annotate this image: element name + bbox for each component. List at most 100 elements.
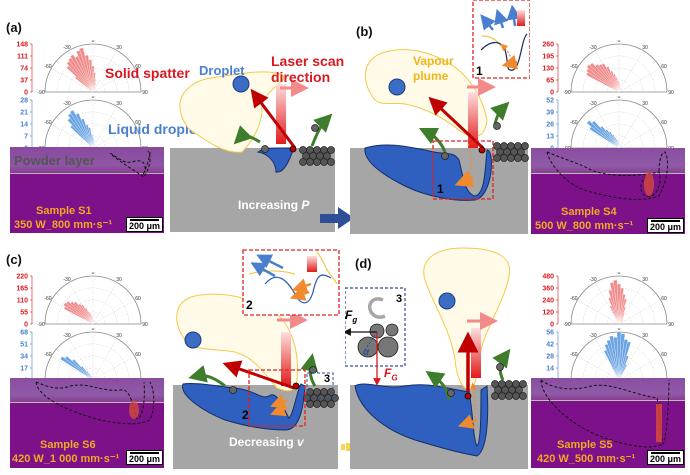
spatter-ejection-arrow (250, 88, 297, 149)
angle-tick-label: 30 (116, 101, 122, 107)
radial-tick-label: 26 (546, 122, 554, 129)
decreasing-v-label: Decreasing v (229, 435, 304, 449)
powder-layer-region (531, 378, 685, 401)
thermal-image-b: Sample S4 500 W_800 mm·s⁻¹ 200 μm (531, 148, 685, 234)
radial-tick-label: 0 (24, 90, 28, 97)
angle-tick-label: -60 (44, 64, 51, 70)
grid-spoke (51, 67, 94, 93)
grid-ring (68, 355, 118, 381)
radial-tick-label: 7 (24, 134, 28, 141)
polar-chart-d-liquid: -90-60-300306090014284256 (534, 326, 684, 385)
powder-layer-label: Powder layer (14, 153, 95, 168)
histogram-bar (601, 63, 620, 93)
angle-tick-label: 0 (92, 328, 95, 332)
angle-tick-label: 60 (661, 120, 667, 126)
grid-spoke (618, 106, 644, 149)
polar-chart-b-liquid: -90-60-300306090013263952 (534, 94, 684, 153)
histogram-bar (614, 137, 620, 149)
laser-beam (468, 92, 478, 148)
powder-ejection-arrow (188, 365, 226, 388)
grid-spoke (618, 299, 661, 325)
rotation-arrow (368, 297, 386, 319)
grid-spoke (92, 123, 135, 149)
inset-3-number: 3 (396, 293, 403, 305)
sample-id: Sample S1 (36, 205, 92, 217)
angle-tick-label: 90 (142, 322, 148, 328)
histogram-bar (81, 304, 94, 325)
radial-tick-label: 148 (16, 42, 28, 49)
angle-tick-label: 60 (135, 296, 141, 302)
angle-tick-label: -30 (63, 101, 70, 107)
sample-id: Sample S5 (557, 439, 613, 451)
grid-ring (56, 287, 130, 325)
grid-ring (44, 43, 142, 93)
radial-tick-label: 13 (546, 134, 554, 141)
radial-tick-label: 110 (17, 298, 28, 305)
angle-tick-label: -30 (589, 277, 596, 283)
histogram-bar (605, 129, 620, 149)
particle-cluster (357, 323, 399, 358)
grid-spoke (92, 67, 135, 93)
detail-box-2-number: 2 (242, 408, 249, 422)
polar-plot: -90-60-30030609007142128 (20, 94, 148, 153)
histogram-bar (65, 300, 94, 325)
powder-bed (303, 388, 339, 408)
histogram-bar (606, 66, 620, 93)
angle-tick-label: -60 (44, 296, 51, 302)
powder-ejection-arrow (300, 353, 319, 387)
histogram-bar (80, 365, 94, 381)
laser-beam (276, 84, 286, 144)
increasing-p-arrow (320, 207, 354, 229)
scale-label: 200 μm (129, 221, 161, 231)
histogram-bar (64, 355, 94, 381)
radial-tick-label: 68 (20, 330, 28, 337)
radial-tick-label: 28 (546, 354, 554, 361)
histogram-bar (90, 315, 94, 325)
grid-ring (44, 275, 142, 325)
grid-spoke (51, 355, 94, 381)
panel-label-a: (a) (6, 20, 22, 35)
histogram-bar (60, 356, 94, 381)
grid-ring (56, 111, 130, 149)
histogram-bar (75, 112, 94, 149)
angle-tick-label: 0 (618, 40, 621, 44)
laser-scan-label-2: direction (271, 69, 331, 85)
histogram-bar (595, 63, 620, 93)
angle-tick-label: 30 (642, 333, 648, 339)
grid-ring (594, 123, 644, 149)
radial-tick-label: 55 (20, 310, 28, 317)
histogram-bar (85, 124, 94, 149)
scale-label: 200 μm (650, 222, 682, 232)
histogram-bar (78, 303, 94, 325)
angle-tick-label: 60 (135, 120, 141, 126)
polar-plot: -90-60-300306090017345168 (20, 326, 148, 385)
grid-ring (570, 275, 668, 325)
angle-tick-label: -60 (570, 120, 577, 126)
panel-label-d: (d) (355, 256, 372, 271)
radial-tick-label: 240 (542, 298, 554, 305)
radial-tick-label: 21 (20, 110, 28, 117)
grid-ring (582, 287, 656, 325)
histogram-bar (618, 145, 620, 149)
inset-2-number: 2 (246, 298, 253, 312)
histogram-bar (615, 77, 620, 93)
grid-ring (56, 343, 130, 381)
histogram-bar (79, 47, 94, 93)
histogram-bar (589, 62, 620, 93)
droplet (184, 331, 202, 349)
detail-box-2 (248, 369, 306, 427)
angle-tick-label: -30 (589, 45, 596, 51)
powder-bed (493, 142, 529, 162)
angle-tick-label: -60 (44, 352, 51, 358)
powder-ejection-arrow (425, 371, 451, 401)
angle-tick-label: 90 (668, 322, 674, 328)
histogram-bar (608, 131, 620, 149)
thermal-image-d: Sample S5 420 W_500 mm·s⁻¹ 200 μm (531, 378, 685, 468)
radial-tick-label: 56 (546, 330, 554, 337)
angle-tick-label: 30 (642, 101, 648, 107)
scale-label: 200 μm (129, 454, 161, 464)
